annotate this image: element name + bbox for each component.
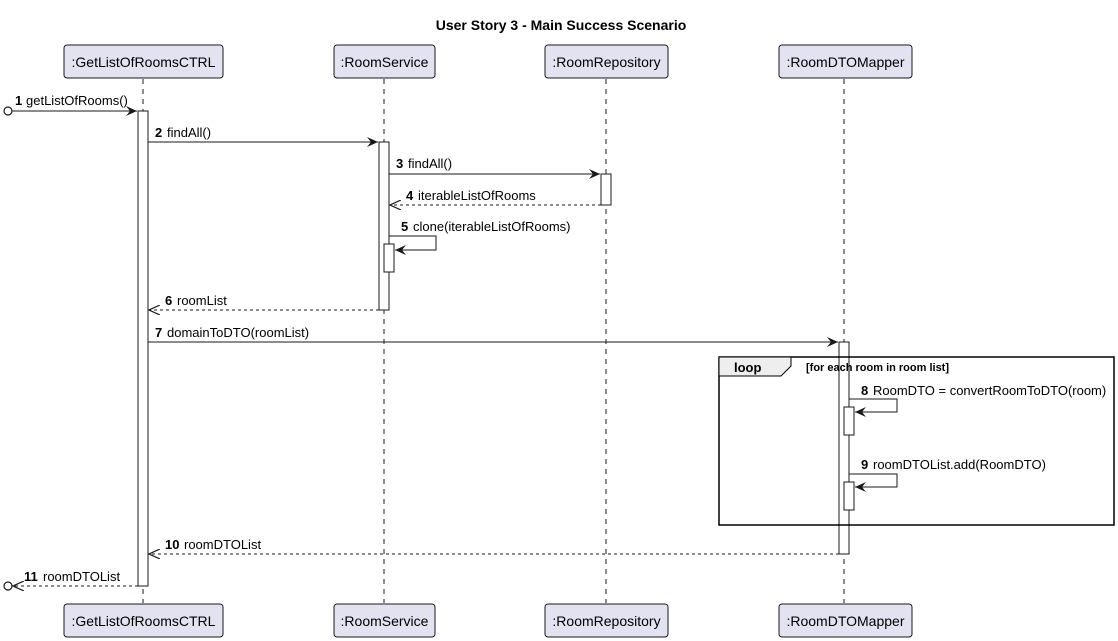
message-number: 3: [396, 156, 403, 171]
message-10: 10 roomDTOList: [149, 537, 839, 554]
message-number: 8: [861, 383, 868, 398]
activation-service: [378, 141, 390, 311]
activations: [137, 110, 855, 587]
message-label: clone(iterableListOfRooms): [413, 219, 571, 234]
diagram-title: User Story 3 - Main Success Scenario: [436, 17, 687, 33]
message-label: findAll(): [167, 125, 211, 140]
participant-mapper-top[interactable]: :RoomDTOMapper: [778, 44, 913, 79]
participant-label: :RoomRepository: [552, 54, 660, 70]
message-number: 5: [401, 219, 408, 234]
participant-ctrl-top[interactable]: :GetListOfRoomsCTRL: [63, 44, 224, 79]
message-4: 4 iterableListOfRooms: [390, 188, 601, 205]
participant-repository-top[interactable]: :RoomRepository: [544, 44, 669, 79]
loop-condition: [for each room in room list]: [806, 362, 949, 374]
loop-frame: [718, 356, 1115, 526]
message-number: 11: [24, 569, 38, 584]
message-1: 1 getListOfRooms(): [3, 93, 137, 116]
participant-mapper-bottom[interactable]: :RoomDTOMapper: [778, 603, 913, 638]
activation-repository: [600, 173, 612, 206]
message-number: 2: [155, 125, 162, 140]
message-number: 10: [165, 537, 179, 552]
activation-ctrl: [137, 110, 149, 587]
participant-label: :RoomService: [341, 54, 429, 70]
message-9: 9 roomDTOList.add(RoomDTO): [849, 457, 1046, 492]
participant-label: :RoomRepository: [552, 613, 660, 629]
message-number: 9: [861, 457, 868, 472]
message-label: getListOfRooms(): [26, 93, 128, 108]
message-label: roomDTOList: [184, 537, 261, 552]
participant-label: :GetListOfRoomsCTRL: [72, 54, 216, 70]
message-label: findAll(): [408, 156, 452, 171]
message-3: 3 findAll(): [389, 156, 600, 179]
found-message-circle: [3, 106, 13, 116]
message-7: 7 domainToDTO(roomList): [148, 325, 838, 347]
message-label: iterableListOfRooms: [418, 188, 536, 203]
message-number: 1: [15, 93, 22, 108]
message-6: 6 roomList: [149, 293, 379, 310]
activation-mapper: [838, 341, 850, 555]
message-2: 2 findAll(): [148, 125, 378, 147]
participant-service-bottom[interactable]: :RoomService: [333, 603, 436, 638]
message-label: roomDTOList: [43, 569, 120, 584]
message-label: domainToDTO(roomList): [167, 325, 309, 340]
message-number: 4: [406, 188, 414, 203]
message-5: 5 clone(iterableListOfRooms): [389, 219, 571, 255]
activation-mapper-self-2: [843, 481, 855, 511]
message-11: 11 roomDTOList: [3, 569, 138, 591]
message-number: 6: [165, 293, 172, 308]
participant-ctrl-bottom[interactable]: :GetListOfRoomsCTRL: [63, 603, 224, 638]
loop-tab: [718, 356, 792, 377]
participant-label: :RoomDTOMapper: [786, 613, 904, 629]
lost-message-circle: [3, 581, 13, 591]
participant-label: :RoomDTOMapper: [786, 54, 904, 70]
message-label: roomDTOList.add(RoomDTO): [873, 457, 1046, 472]
message-label: roomList: [177, 293, 227, 308]
activation-service-self: [383, 243, 395, 273]
loop-fragment: loop [for each room in room list]: [718, 356, 1115, 526]
message-label: RoomDTO = convertRoomToDTO(room): [873, 383, 1106, 398]
activation-mapper-self-1: [843, 406, 855, 436]
loop-keyword: loop: [734, 360, 761, 375]
participant-label: :GetListOfRoomsCTRL: [72, 613, 216, 629]
participant-service-top[interactable]: :RoomService: [333, 44, 436, 79]
message-8: 8 RoomDTO = convertRoomToDTO(room): [849, 383, 1106, 417]
participant-label: :RoomService: [341, 613, 429, 629]
message-number: 7: [155, 325, 162, 340]
participant-repository-bottom[interactable]: :RoomRepository: [544, 603, 669, 638]
